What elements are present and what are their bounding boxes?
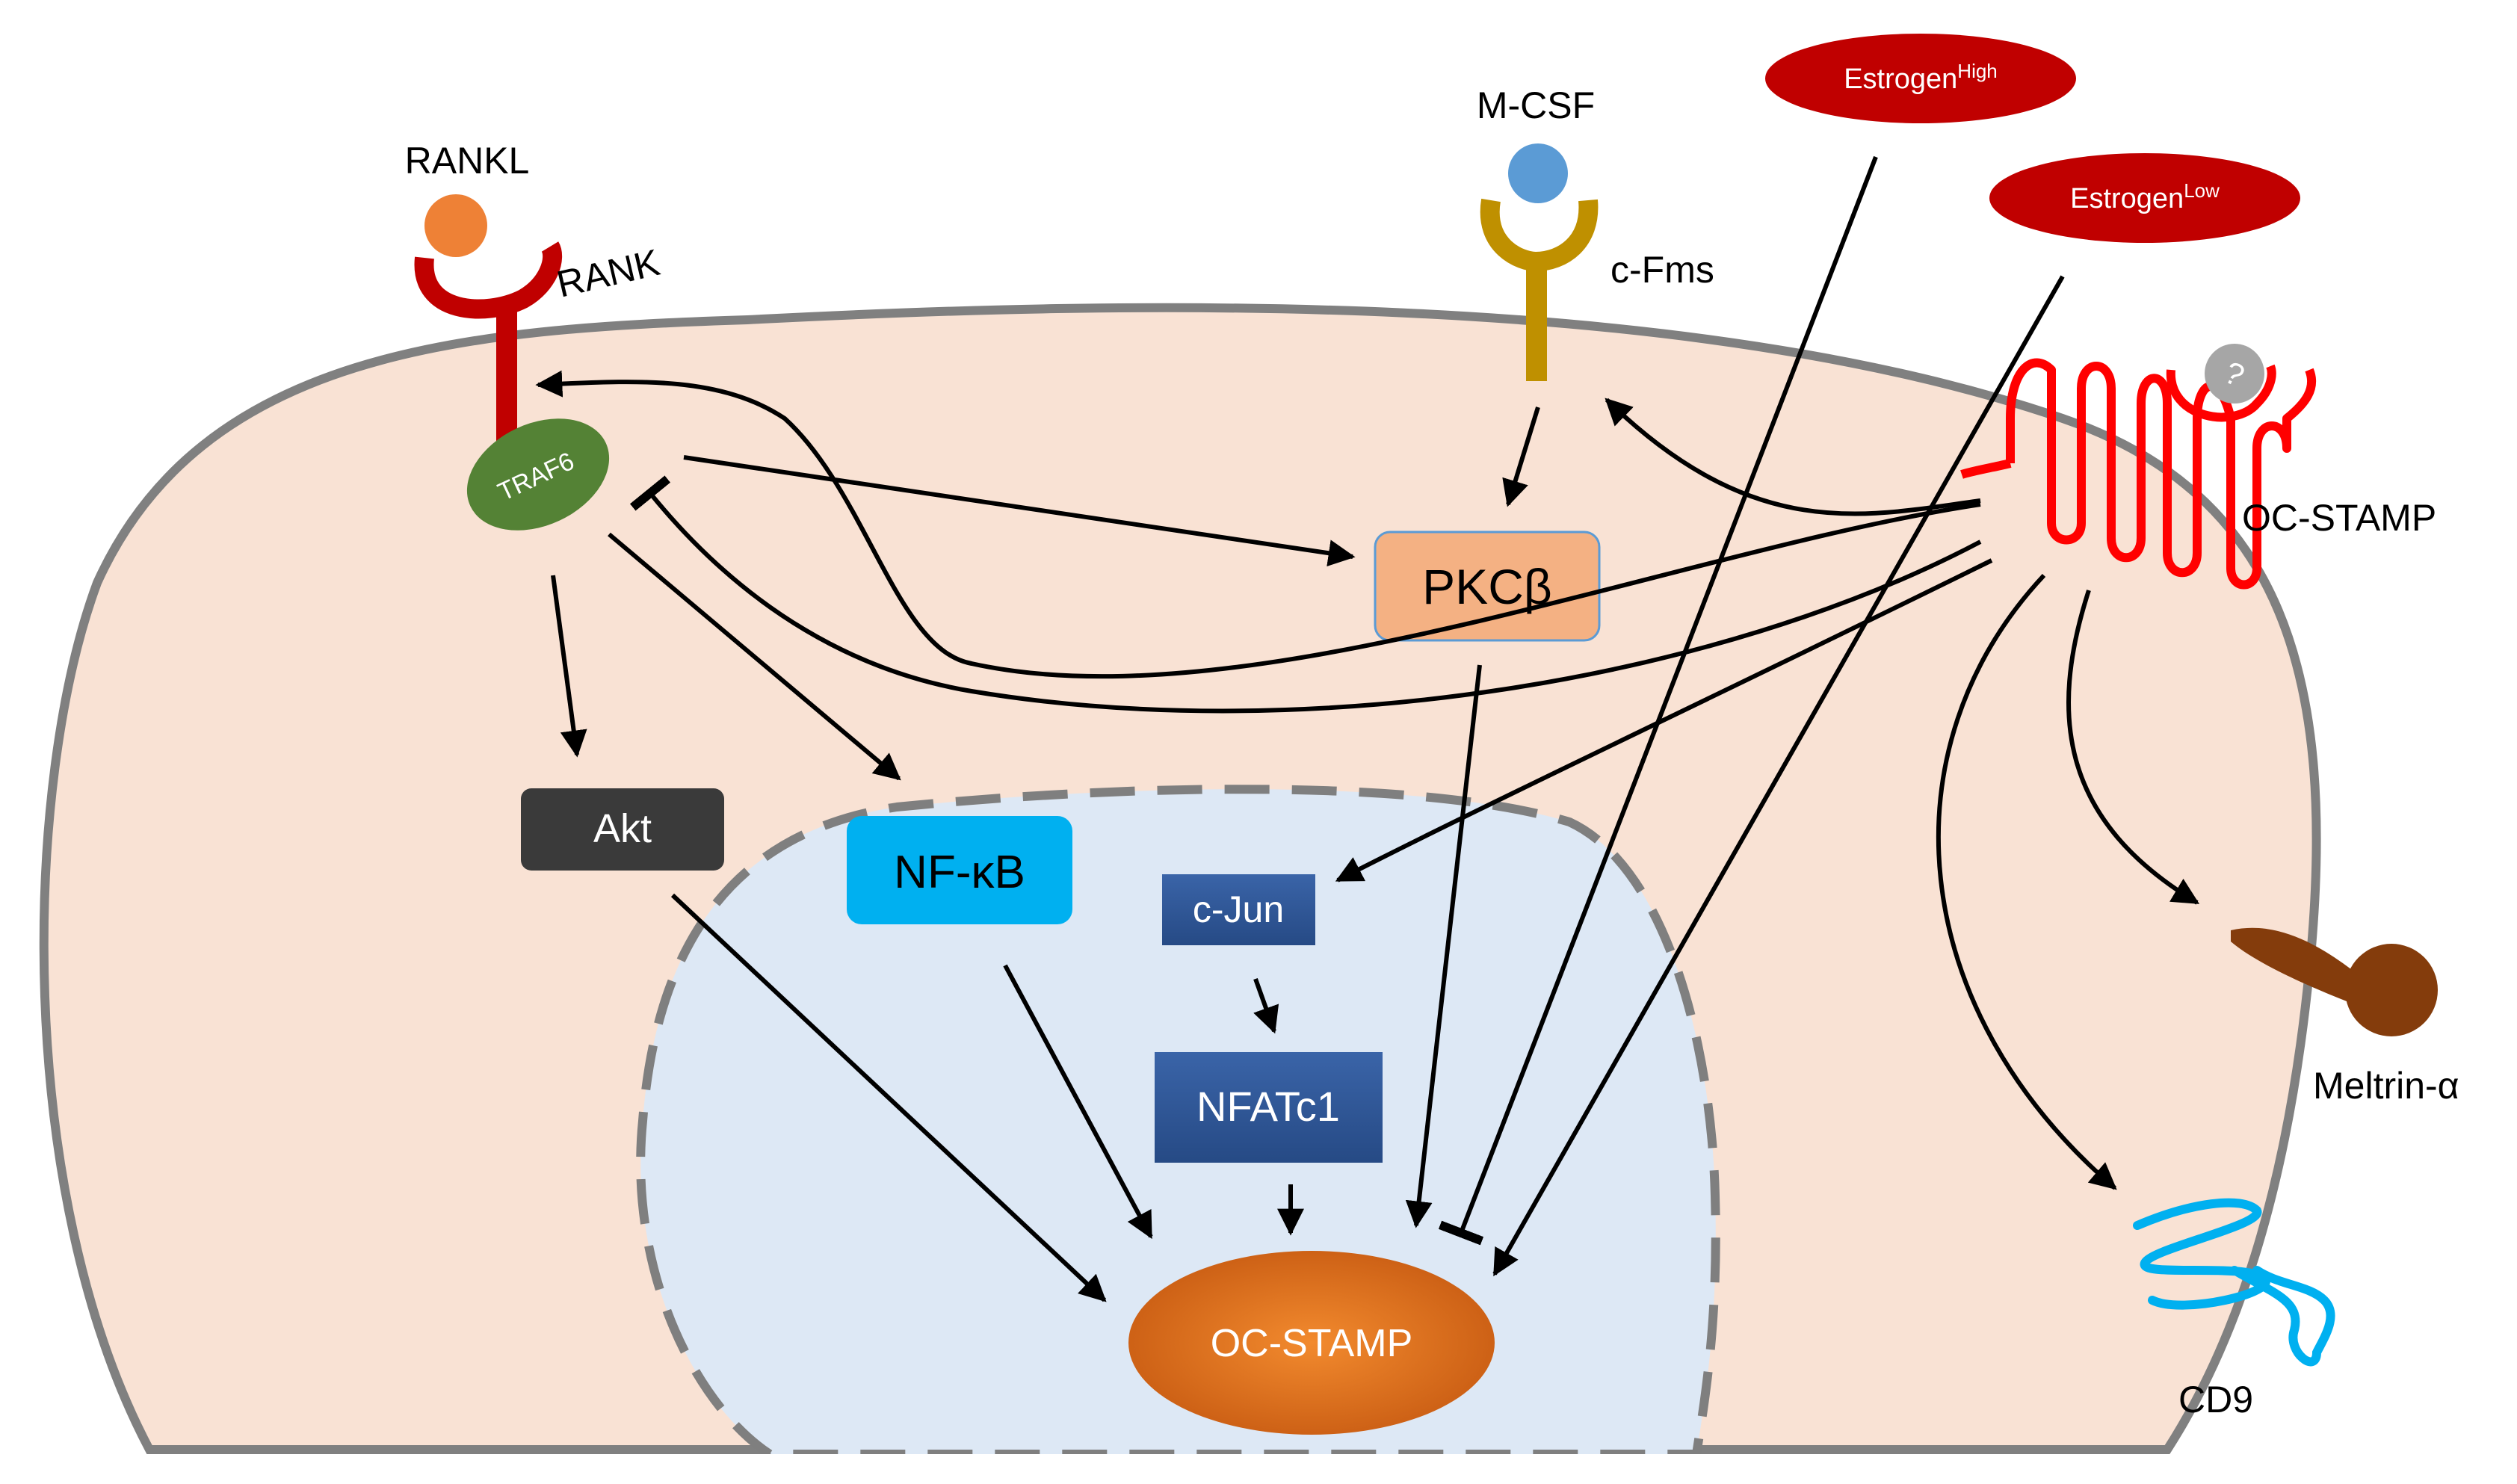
edge-cfms-to-pkcb: [1502, 406, 1540, 507]
nfatc1-label: NFATc1: [1196, 1083, 1340, 1130]
cd9-protein: [2133, 1198, 2335, 1367]
ocstamp-receptor-left-arm: [1960, 459, 2012, 479]
ocstamp-gene-node: [1128, 1251, 1495, 1435]
akt-node: [521, 788, 724, 871]
cfms-receptor-stem: [1526, 262, 1547, 381]
unknown-ligand-ball: [2205, 344, 2264, 404]
estrogen-high-sup: High: [1957, 60, 1997, 82]
edges: [535, 155, 2200, 1302]
estrogen-low-base: Estrogen: [2070, 183, 2184, 214]
cfms-label: c-Fms: [1610, 249, 1714, 291]
rankl-ligand: [424, 194, 487, 257]
cjun-node: [1162, 874, 1315, 945]
estrogen-low-sup: Low: [2184, 179, 2220, 202]
rank-label: RANK: [553, 241, 664, 306]
edge-ocstamp-to-meltrin: [2066, 590, 2200, 905]
meltrin-head: [2345, 944, 2438, 1036]
estrogen-high-base: Estrogen: [1844, 64, 1957, 95]
edge-estrogen-low-to-ocstamp: [1492, 275, 2065, 1277]
edge-ocstamp-to-cjun: [1335, 558, 1993, 882]
rankl-label: RANKL: [405, 140, 530, 182]
cfms-receptor-cup: [1480, 198, 1599, 272]
ocstamp-receptor: [2006, 358, 2317, 590]
edge-akt-to-ocstamp: [670, 893, 1107, 1302]
estrogen-low-node: [1989, 153, 2300, 243]
mcsf-ligand: [1508, 143, 1568, 203]
edge-cjun-to-nfatc1: [1253, 977, 1279, 1034]
ocstamp-gene-label: OC-STAMP: [1211, 1322, 1413, 1365]
meltrin-label: Meltrin-α: [2313, 1065, 2459, 1107]
nfatc1-node: [1155, 1052, 1383, 1163]
cd9-label: CD9: [2178, 1379, 2253, 1420]
edge-traf6-to-pkcb: [683, 455, 1356, 567]
estrogen-low-label: EstrogenLow: [2070, 179, 2220, 214]
traf6-node: [466, 418, 610, 531]
edge-nfkb-to-ocstamp: [1003, 964, 1153, 1240]
edge-traf6-to-akt: [551, 575, 587, 758]
edge-ocstamp-to-cd9: [1936, 573, 2117, 1190]
cjun-label: c-Jun: [1193, 888, 1284, 930]
edge-pkcb-to-ocstamp: [1405, 664, 1482, 1228]
akt-label: Akt: [593, 806, 652, 851]
nfkb-node: [847, 816, 1072, 924]
edge-ocstamp-to-rank: [535, 370, 1981, 679]
edge-estrogen-high-inhibit-ocstamp: [1438, 155, 1878, 1246]
rank-receptor-cup-inner: [442, 261, 517, 290]
estrogen-high-label: EstrogenHigh: [1844, 60, 1998, 95]
pkcb-label: PKCβ: [1422, 559, 1552, 614]
meltrin-stem: [2231, 927, 2354, 1001]
rank-receptor-cup: [414, 241, 563, 319]
mcsf-label: M-CSF: [1477, 84, 1595, 126]
rank-receptor-stem: [496, 303, 517, 452]
pkcb-node: [1374, 531, 1601, 642]
edge-ocstamp-inhibit-traf6: [629, 475, 1982, 714]
ocstamp-receptor-cup: [2166, 364, 2276, 422]
nfkb-label: NF-κB: [894, 847, 1025, 898]
nucleus-bottom-cut: [598, 1454, 1794, 1484]
edge-traf6-to-nfkb: [608, 532, 901, 781]
ocstamp-membrane-label: OC-STAMP: [2242, 497, 2436, 539]
estrogen-high-node: [1765, 34, 2076, 123]
